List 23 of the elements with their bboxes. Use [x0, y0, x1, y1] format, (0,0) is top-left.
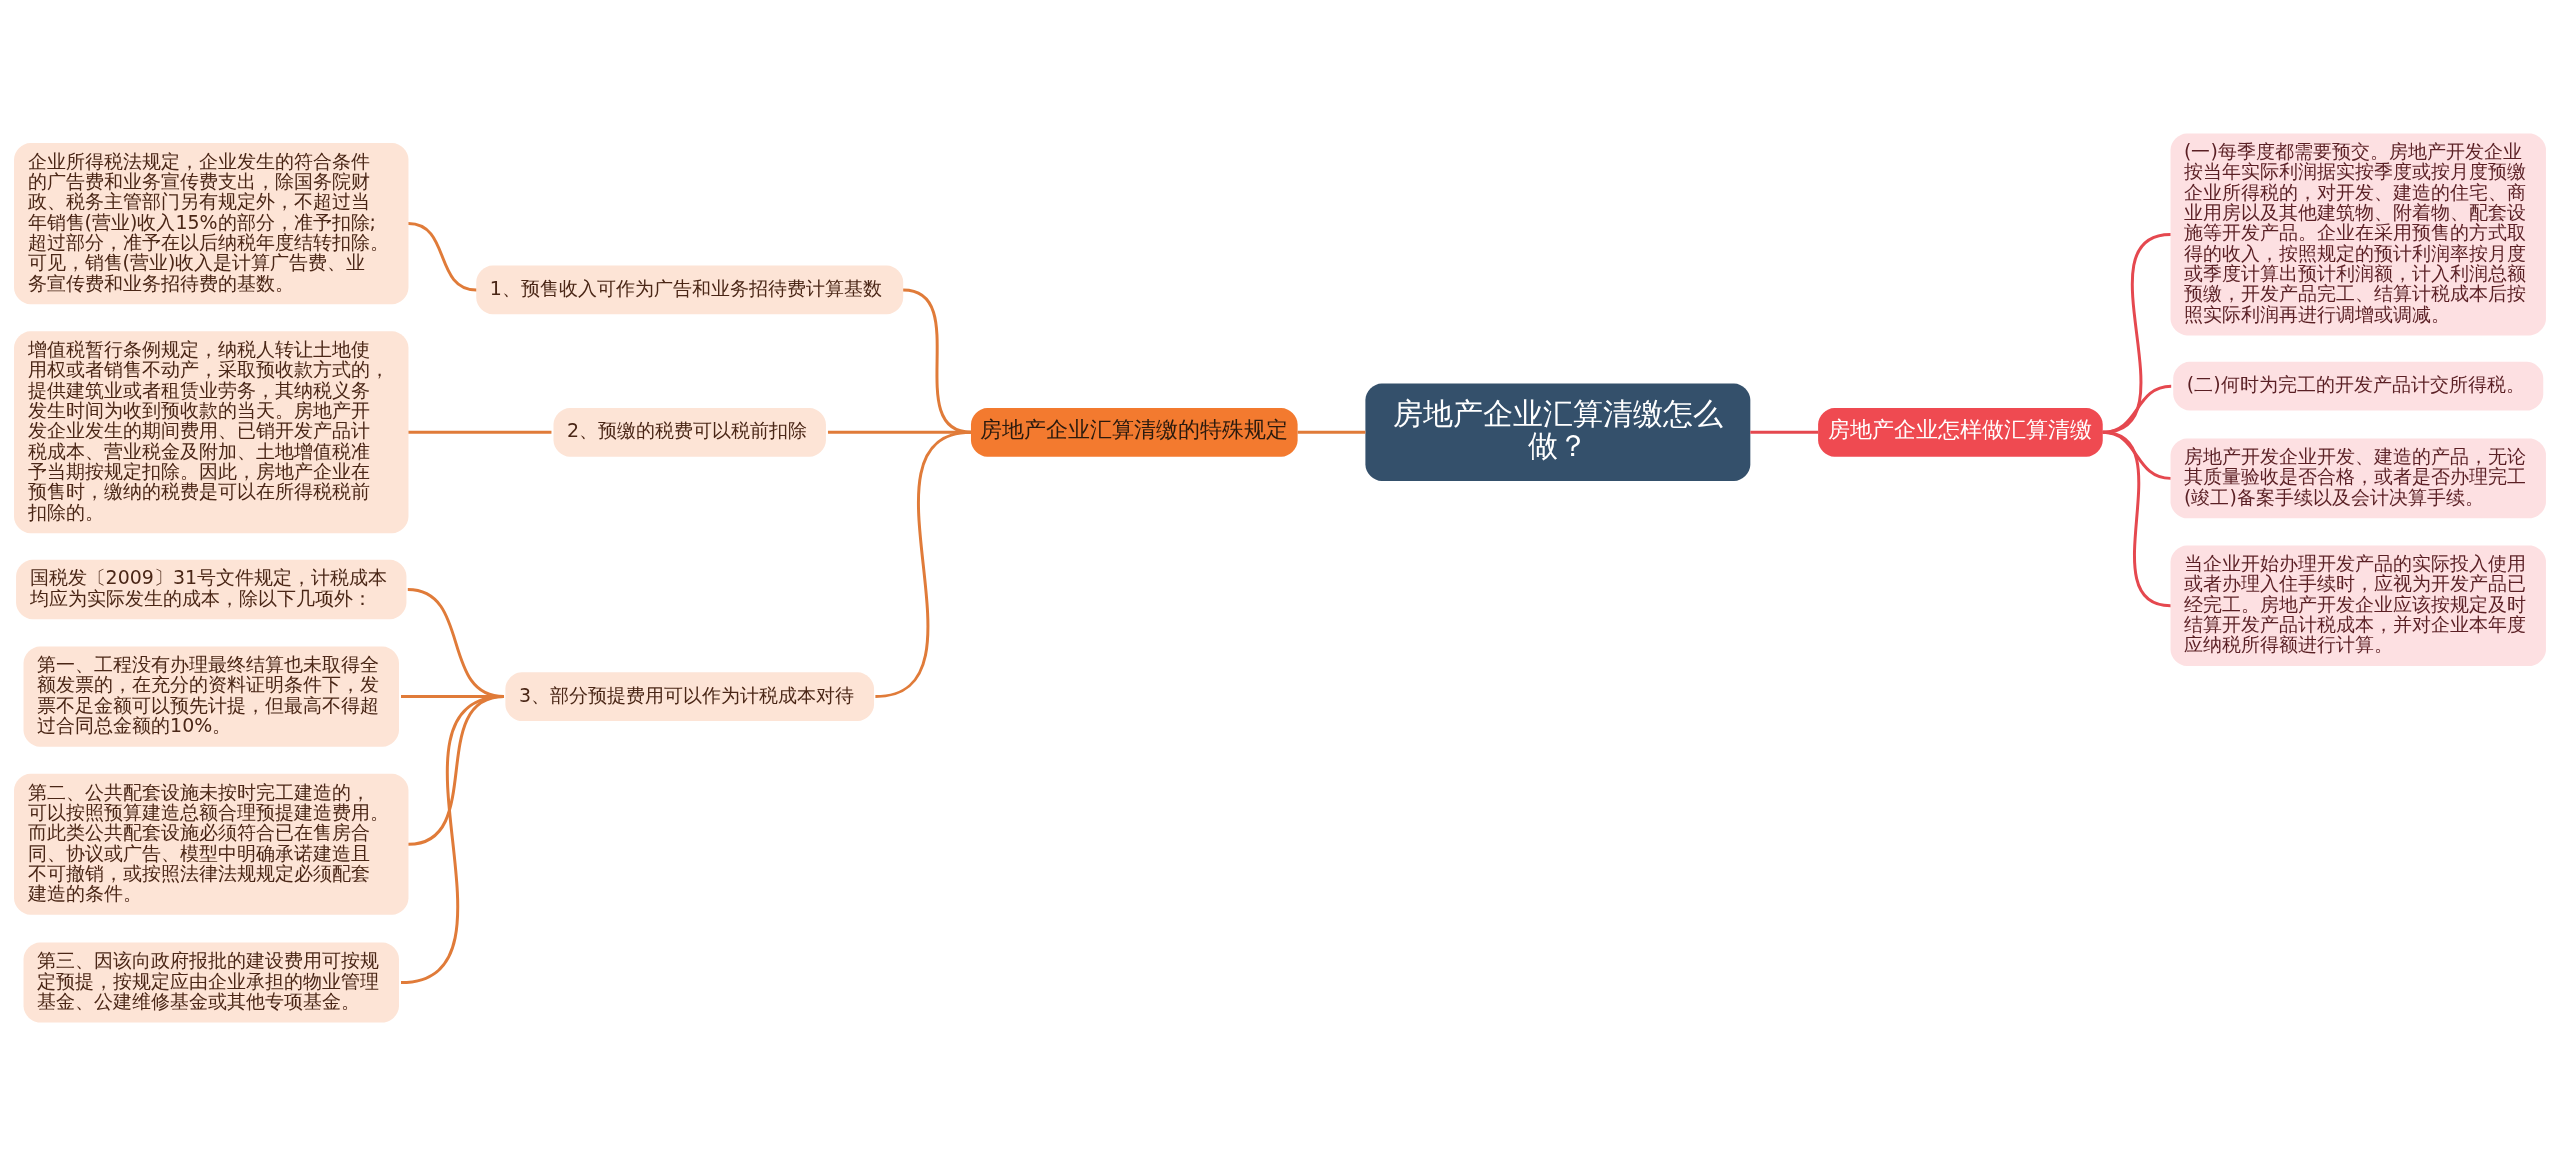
node-box: 增值税暂行条例规定，纳税人转让土地使用权或者销售不动产，采取预收款方式的，提供建筑业或者租赁业劳务，其纳税义务发生时间为收到预收款的当天。房地产开发企业发生的期间费用、已销开发产品计税成本、营业税金及附加、土地增值税准予当期按规定扣除。因此，房地产企业在预售时，缴纳的税费是可以在所得税税前扣除的。: [14, 331, 409, 534]
node-box: 房地产企业汇算清缴的特殊规定: [970, 407, 1298, 457]
node-box: (一)每季度都需要预交。房地产开发企业按当年实际利润据实按季度或按月度预缴企业所得税的，对开发、建造的住宅、商业用房以及其他建筑物、附着物、配套设施等开发产品。企业在采用预售的方式取得的收入，按照规定的预计利润率按月度或季度计算出预计利润额，计入利润总额预缴，开发产品完工、结算计税成本后按照实际利润再进行调增或调减。: [2170, 133, 2546, 336]
node-box: 国税发〔2009〕31号文件规定，计税成本均应为实际发生的成本，除以下几项外：: [16, 559, 407, 620]
node-box: 房地产开发企业开发、建造的产品，无论其质量验收是否合格，或者是否办理完工(竣工)备案手续以及会计决算手续。: [2170, 438, 2546, 519]
node-box: (二)何时为完工的开发产品计交所得税。: [2173, 361, 2544, 411]
connector: [1297, 430, 1366, 434]
connector: [1750, 430, 1819, 434]
node-box: 2、预缴的税费可以税前扣除: [553, 407, 826, 457]
node-box: 企业所得税法规定，企业发生的符合条件的广告费和业务宣传费支出，除国务院财政、税务主管部门另有规定外，不超过当年销售(营业)收入15%的部分，准予扣除;超过部分，准予在以后纳税年度结转扣除。可见，销售(营业)收入是计算广告费、业务宣传费和业务招待费的基数。: [14, 142, 409, 305]
node-box: 第二、公共配套设施未按时完工建造的，可以按照预算建造总额合理预提建造费用。而此类公共配套设施必须符合已在售房合同、协议或广告、模型中明确承诺建造且不可撤销，或按照法律法规规定必须配套建造的条件。: [14, 773, 409, 915]
node-box: 房地产企业汇算清缴怎么做？: [1365, 383, 1751, 482]
connector: [875, 430, 972, 699]
node-box: 房地产企业怎样做汇算清缴: [1818, 407, 2103, 457]
connector: [408, 430, 552, 434]
node-box: 第三、因该向政府报批的建设费用可按规定预提，按规定应由企业承担的物业管理基金、公建维修基金或其他专项基金。: [23, 942, 399, 1023]
connector: [400, 695, 505, 985]
node-box: 3、部分预提费用可以作为计税成本对待: [505, 672, 875, 721]
node-box: 1、预售收入可作为广告和业务招待费计算基数: [476, 265, 904, 315]
node-box: 当企业开始办理开发产品的实际投入使用或者办理入住手续时，应视为开发产品已经完工。房地产开发企业应该按规定及时结算开发产品计税成本，并对企业本年度应纳税所得额进行计算。: [2170, 545, 2546, 667]
connector: [2102, 430, 2171, 608]
connector: [408, 222, 477, 292]
node-box: 第一、工程没有办理最终结算也未取得全额发票的，在充分的资料证明条件下，发票不足金额可以预先计提，但最高不得超过合同总金额的10%。: [23, 646, 399, 747]
